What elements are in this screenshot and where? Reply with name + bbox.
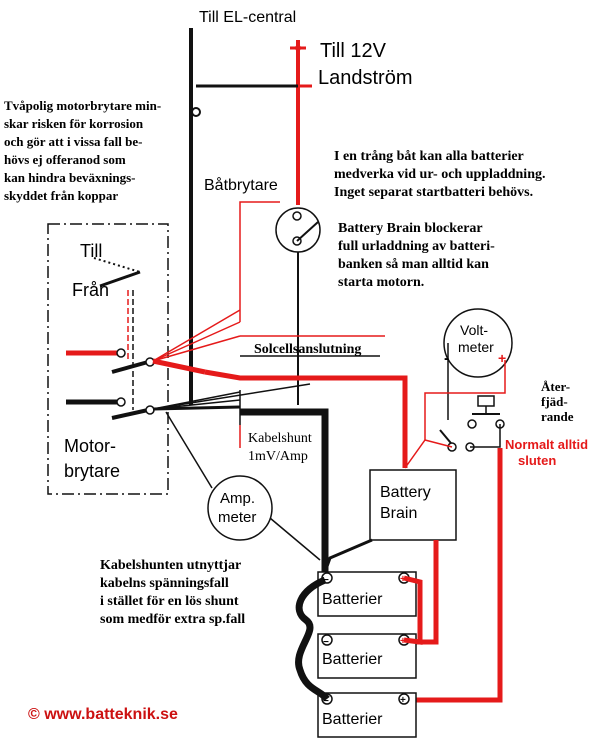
normalt-label-2: sluten (518, 453, 556, 468)
spring-button (477, 395, 495, 407)
motorbrytare-label-2: brytare (64, 461, 120, 481)
black-main-shunt-wire (240, 408, 329, 575)
note-line: kabelns spänningsfall (100, 576, 229, 591)
nc-black-link (470, 424, 501, 448)
motorbrytare-box (47, 223, 169, 495)
note-line: Tvåpolig motorbrytare min- (4, 98, 161, 113)
note-line: skyddet från koppar (4, 188, 118, 203)
battery-1-pos-mark: + (400, 574, 406, 585)
copyright: © www.batteknik.se (28, 706, 178, 723)
battery-3-pos (398, 693, 410, 705)
landstrom-label-lead (296, 48, 312, 88)
batbrytare-lever (296, 221, 319, 242)
voltmeter-minus: - (444, 350, 449, 367)
note-trang-bat: I en trång båt kan alla batterier medver… (334, 149, 545, 200)
note-line: och gör att i vissa fall be- (4, 134, 142, 149)
amp-meter-lead-left (165, 411, 213, 489)
el-central-label: Till EL-central (199, 9, 296, 26)
black-fan-main (152, 405, 241, 411)
aterfjadrande-label-3: rande (541, 409, 574, 424)
note-line: skar risken för korrosion (4, 116, 144, 131)
battery-brain-label-2: Brain (380, 505, 417, 522)
battery-2-neg-mark: − (323, 637, 329, 648)
battery-1-label: Batterier (322, 591, 383, 608)
voltmeter-plus-lead (424, 360, 506, 440)
voltmeter (443, 308, 513, 378)
note-line: Inget separat startbatteri behövs. (334, 185, 533, 200)
red-pole-lever (111, 360, 149, 374)
voltmeter-label-1: Volt- (460, 322, 488, 338)
aterfjadrande-label-1: Åter- (541, 379, 570, 394)
amp-meter-label-1: Amp. (220, 490, 255, 507)
note-bb-blockerar: Battery Brain blockerar full urladdning … (338, 221, 495, 290)
till-label: Till (80, 241, 102, 261)
nc-to-battery3 (405, 448, 503, 703)
note-line: starta motorn. (338, 275, 424, 290)
red-pole-contact-left (116, 348, 126, 358)
note-line: I en trång båt kan alla batterier (334, 149, 524, 164)
el-central-node (191, 107, 201, 117)
note-line: full urladdning av batteri- (338, 239, 495, 254)
battery-3-pos-mark: + (400, 695, 406, 706)
landstrom-label: Landström (318, 67, 413, 89)
fran-lead (99, 270, 141, 288)
red-main-to-battery-brain (204, 369, 408, 468)
note-line: hövs ej offeranod som (4, 152, 126, 167)
spring-contact-left (467, 419, 477, 429)
black-pole-lever (111, 408, 149, 420)
battery-neg-chain (295, 576, 330, 702)
kabelshunt-label-2: 1mV/Amp (248, 449, 308, 464)
black-pole-contact-left (116, 397, 126, 407)
batbrytare-label: Båtbrytare (204, 176, 278, 194)
battery-3-neg-mark: − (323, 696, 329, 707)
amp-meter (207, 475, 273, 541)
note-kabelshunt: Kabelshunten utnyttjar kabelns spännings… (100, 558, 245, 627)
battery-brain-box (369, 469, 457, 541)
amp-meter-label-2: meter (218, 509, 256, 526)
fran-label: Från (72, 280, 109, 300)
battery-2-label: Batterier (322, 651, 383, 668)
battery-1-2-pos-link (403, 575, 423, 645)
battery-3-label: Batterier (322, 711, 383, 728)
voltmeter-plus: + (498, 350, 506, 366)
batbrytare-red-lead (239, 201, 280, 305)
black-pole-contact-right (145, 405, 155, 415)
note-line: medverka vid ur- och uppladdning. (334, 167, 545, 182)
battery-1-neg-mark: − (323, 575, 329, 586)
battery-2-pos-mark: + (400, 636, 406, 647)
note-line: i stället för en lös shunt (100, 594, 239, 609)
battery-brain-neg (323, 538, 373, 573)
red-fan-3 (152, 335, 241, 362)
note-line: som medför extra sp.fall (100, 612, 245, 627)
black-fan-3 (152, 383, 311, 410)
battery-brain-label-1: Battery (380, 484, 431, 501)
kabelshunt-label-1: Kabelshunt (248, 431, 312, 446)
note-line: kan hindra beväxnings- (4, 170, 136, 185)
red-fan-main (152, 358, 206, 375)
motorbrytare-label-1: Motor- (64, 436, 116, 456)
aterfjadrande-label-2: fjäd- (541, 394, 568, 409)
battery-2-neg (321, 634, 333, 646)
note-line: Battery Brain blockerar (338, 221, 483, 236)
red-fan-2 (152, 321, 241, 362)
red-fan-1 (152, 309, 241, 362)
normalt-label-1: Normalt alltid (505, 437, 588, 452)
amp-meter-lead-right (269, 517, 321, 561)
till-dotted-lead (93, 257, 141, 273)
note-tvapolig: Tvåpolig motorbrytare min- skar risken f… (4, 98, 161, 203)
till-12v-label: Till 12V (320, 40, 387, 62)
note-line: banken så man alltid kan (338, 257, 489, 272)
batbrytare-contact-top (292, 211, 302, 221)
voltmeter-label-2: meter (458, 339, 494, 355)
nc-red-link (404, 439, 453, 469)
note-line: Kabelshunten utnyttjar (100, 558, 241, 573)
solcell-label: Solcellsanslutning (254, 342, 361, 357)
